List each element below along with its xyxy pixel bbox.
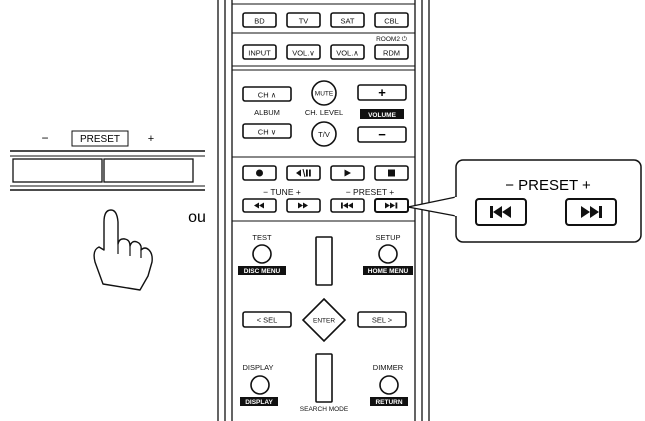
callout-skip-next-icon bbox=[581, 206, 602, 218]
home-menu-tag bbox=[363, 266, 413, 275]
rdm-button[interactable] bbox=[374, 44, 409, 60]
up-arrow-button[interactable] bbox=[315, 236, 333, 286]
volume-plus-button[interactable] bbox=[357, 84, 407, 101]
svg-text:−: − bbox=[378, 127, 386, 142]
volume-label-box bbox=[360, 109, 404, 119]
return-tag bbox=[370, 397, 408, 406]
sat-button[interactable] bbox=[330, 12, 365, 28]
ch-down-button[interactable] bbox=[242, 123, 292, 139]
tv-button[interactable] bbox=[286, 12, 321, 28]
svg-text:< SEL: < SEL bbox=[257, 316, 278, 325]
skip-previous-icon bbox=[341, 202, 353, 209]
fast-forward-icon bbox=[298, 202, 308, 209]
svg-text:BD: BD bbox=[254, 17, 265, 26]
search-mode-label: SEARCH MODE bbox=[300, 406, 349, 413]
dimmer-button[interactable] bbox=[379, 375, 399, 395]
svg-text:VOL.∨: VOL.∨ bbox=[292, 49, 315, 58]
preset-callout: − PRESET + bbox=[407, 159, 642, 243]
svg-text:CH ∧: CH ∧ bbox=[258, 91, 276, 100]
svg-text:INPUT: INPUT bbox=[248, 49, 271, 58]
input-button[interactable] bbox=[242, 44, 277, 60]
display-button[interactable] bbox=[250, 375, 270, 395]
svg-text:HOME MENU: HOME MENU bbox=[368, 268, 409, 275]
svg-text:CBL: CBL bbox=[384, 17, 399, 26]
tv-toggle-button[interactable] bbox=[311, 121, 337, 147]
svg-text:CH ∨: CH ∨ bbox=[258, 128, 276, 137]
rewind-icon bbox=[254, 202, 264, 209]
ch-up-button[interactable] bbox=[242, 86, 292, 102]
mute-button[interactable] bbox=[311, 80, 337, 106]
vol-down-small-button[interactable] bbox=[286, 44, 321, 60]
ch-level-label: CH. LEVEL bbox=[305, 108, 343, 117]
sel-right-button[interactable] bbox=[357, 311, 407, 328]
callout-preset-label: − PRESET + bbox=[505, 177, 591, 194]
test-label: TEST bbox=[252, 233, 272, 242]
svg-text:DISC MENU: DISC MENU bbox=[244, 268, 281, 275]
down-arrow-button[interactable] bbox=[315, 353, 333, 403]
preset-label: − PRESET + bbox=[346, 187, 395, 197]
enter-button[interactable] bbox=[301, 297, 347, 343]
volume-minus-button[interactable] bbox=[357, 126, 407, 143]
cbl-button[interactable] bbox=[374, 12, 409, 28]
svg-text:TV: TV bbox=[299, 17, 309, 26]
svg-text:RDM: RDM bbox=[383, 49, 400, 58]
room2-label: ROOM2 ⏻ bbox=[376, 36, 407, 43]
front-panel: − PRESET + bbox=[10, 130, 205, 291]
tune-label: − TUNE + bbox=[263, 187, 301, 197]
remote-control: BD TV SAT CBL ROOM2 ⏻ INPUT VOL.∨ VOL.∧ … bbox=[217, 0, 430, 421]
setup-button[interactable] bbox=[378, 244, 398, 264]
svg-text:SEL >: SEL > bbox=[372, 316, 393, 325]
svg-text:DISPLAY: DISPLAY bbox=[245, 399, 273, 406]
skip-next-icon bbox=[385, 202, 398, 209]
volume-label: VOLUME bbox=[368, 112, 396, 119]
pause-play-icon bbox=[296, 168, 311, 178]
test-button[interactable] bbox=[252, 244, 272, 264]
sel-left-button[interactable] bbox=[242, 311, 292, 328]
svg-text:MUTE: MUTE bbox=[315, 91, 334, 98]
display-label: DISPLAY bbox=[242, 363, 273, 372]
svg-text:RETURN: RETURN bbox=[375, 399, 402, 406]
album-label: ALBUM bbox=[254, 108, 280, 117]
panel-preset-plus-button[interactable] bbox=[103, 158, 194, 183]
svg-text:ENTER: ENTER bbox=[313, 318, 335, 325]
callout-skip-previous-icon bbox=[490, 206, 511, 218]
svg-text:VOL.∧: VOL.∧ bbox=[336, 49, 359, 58]
vol-up-small-button[interactable] bbox=[330, 44, 365, 60]
hand-icon bbox=[93, 209, 153, 291]
panel-preset-label-box bbox=[71, 130, 129, 147]
svg-text:SAT: SAT bbox=[340, 17, 354, 26]
svg-text:+: + bbox=[378, 85, 386, 100]
dimmer-label: DIMMER bbox=[373, 363, 404, 372]
panel-preset-plus: + bbox=[148, 133, 154, 145]
setup-label: SETUP bbox=[375, 233, 400, 242]
panel-preset-label: PRESET bbox=[80, 134, 120, 145]
display-tag bbox=[240, 397, 278, 406]
svg-text:T/V: T/V bbox=[318, 130, 330, 139]
play-icon bbox=[344, 169, 351, 177]
panel-preset-minus: − bbox=[41, 131, 48, 145]
stop-icon bbox=[388, 169, 395, 177]
ou-label: ou bbox=[188, 209, 206, 226]
record-icon bbox=[256, 169, 263, 177]
disc-menu-tag bbox=[238, 266, 286, 275]
bd-button[interactable] bbox=[242, 12, 277, 28]
panel-preset-minus-button[interactable] bbox=[12, 158, 103, 183]
